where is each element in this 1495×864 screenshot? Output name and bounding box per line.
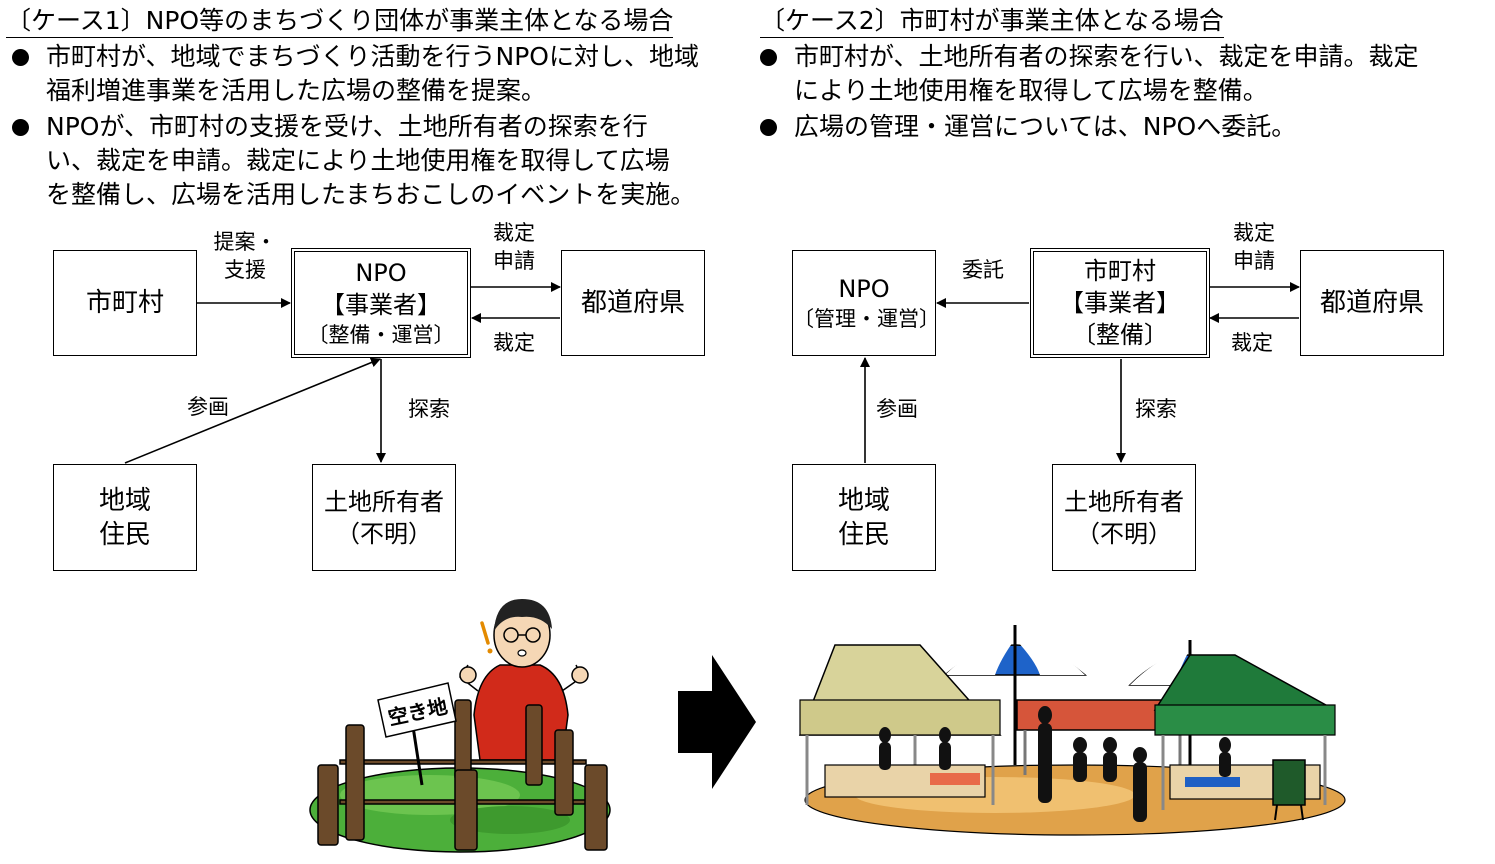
box-label: 〔整備〕 — [1072, 321, 1168, 349]
case1-bullet-2: NPOが、市町村の支援を受け、土地所有者の探索を行 い、裁定を申請。裁定により土… — [12, 110, 742, 214]
bullet-line: 市町村が、土地所有者の探索を行い、裁定を申請。裁定 — [794, 42, 1419, 71]
case2-search-label: 探索 — [1135, 397, 1177, 421]
bullet-line: 広場の管理・運営については、NPOへ委託。 — [794, 112, 1297, 141]
tent-beige — [798, 644, 1002, 805]
case1-municipality-box: 市町村 — [53, 250, 197, 356]
box-label: NPO — [838, 275, 890, 303]
crowd — [879, 706, 1231, 822]
box-label: （不明） — [1076, 519, 1172, 548]
box-label: 【事業者】 — [321, 291, 441, 319]
box-label: （不明） — [336, 519, 432, 548]
bullet-dot — [760, 49, 777, 66]
arrow-residents-to-npo — [124, 357, 381, 464]
bullet-line: 市町村が、地域でまちづくり活動を行うNPOに対し、地域 — [46, 42, 699, 71]
umbrella-1 — [942, 625, 1088, 765]
case2-heading: 〔ケース2〕市町村が事業主体となる場合 — [760, 6, 1224, 38]
box-label: 住民 — [98, 519, 151, 550]
case1-ruling-label: 裁定 — [493, 331, 535, 355]
box-label: 都道府県 — [580, 288, 685, 318]
box-label: 地域 — [837, 485, 890, 516]
case1-prefecture-box: 都道府県 — [561, 250, 705, 356]
case2-npo-box: NPO 〔管理・運営〕 — [792, 250, 940, 356]
bullet-line: 福利増進事業を活用した広場の整備を提案。 — [46, 76, 547, 105]
box-label: 【事業者】 — [1060, 289, 1180, 317]
exclamation-icon — [480, 621, 493, 654]
case1-proposal-label: 提案・ 支援 — [213, 230, 277, 282]
tent-green — [1153, 654, 1336, 810]
box-label: 土地所有者 — [324, 487, 444, 516]
case1-owner-box: 土地所有者 （不明） — [312, 464, 456, 571]
bullet-line: い、裁定を申請。裁定により土地使用権を取得して広場 — [46, 146, 670, 175]
case1-apply-label: 裁定 申請 — [493, 221, 535, 273]
box-label: 都道府県 — [1319, 288, 1424, 318]
box-label: 土地所有者 — [1064, 487, 1184, 516]
case2-prefecture-box: 都道府県 — [1300, 250, 1444, 356]
bullet-line: を整備し、広場を活用したまちおこしのイベントを実施。 — [46, 180, 696, 209]
bullet-line: NPOが、市町村の支援を受け、土地所有者の探索を行 — [46, 112, 648, 141]
case1-participate-label: 参画 — [187, 395, 229, 419]
box-label: 〔整備・運営〕 — [307, 323, 455, 347]
case2-bullet-1: 市町村が、土地所有者の探索を行い、裁定を申請。裁定 により土地使用権を取得して広… — [760, 40, 1490, 110]
box-label: 住民 — [837, 519, 890, 550]
bullet-dot — [760, 119, 777, 136]
box-label: 市町村 — [85, 288, 164, 318]
chalkboard-sign — [1272, 759, 1306, 821]
vacant-lot-illustration: 空き地 — [309, 599, 611, 853]
case2-apply-label: 裁定 申請 — [1233, 221, 1275, 273]
case2-ruling-label: 裁定 — [1231, 331, 1273, 355]
case2-residents-box: 地域 住民 — [792, 464, 936, 571]
vacant-lot-sign — [377, 682, 457, 786]
transition-arrow-icon — [678, 655, 756, 789]
market-plaza-illustration — [798, 625, 1346, 836]
case2-bullet-2: 広場の管理・運営については、NPOへ委託。 — [760, 110, 1490, 146]
box-label: 地域 — [98, 485, 151, 516]
case2-participate-label: 参画 — [876, 397, 918, 421]
case2-entrust-label: 委託 — [962, 258, 1004, 282]
case2-municipality-box: 市町村 【事業者】 〔整備〕 — [1030, 248, 1210, 358]
case2-owner-box: 土地所有者 （不明） — [1052, 464, 1196, 571]
bullet-line: により土地使用権を取得して広場を整備。 — [794, 76, 1268, 105]
case1-heading: 〔ケース1〕NPO等のまちづくり団体が事業主体となる場合 — [6, 6, 674, 38]
case1-residents-box: 地域 住民 — [53, 464, 197, 571]
case1-npo-box: NPO 【事業者】 〔整備・運営〕 — [291, 248, 471, 358]
bullet-dot — [12, 49, 29, 66]
case1-bullet-1: 市町村が、地域でまちづくり活動を行うNPOに対し、地域 福利増進事業を活用した広… — [12, 40, 742, 110]
person-figure — [458, 599, 589, 761]
fence — [317, 699, 608, 851]
bullet-dot — [12, 119, 29, 136]
box-label: 市町村 — [1084, 257, 1156, 285]
box-label: 〔管理・運営〕 — [793, 307, 940, 331]
box-label: NPO — [355, 259, 407, 287]
case1-search-label: 探索 — [408, 397, 450, 421]
